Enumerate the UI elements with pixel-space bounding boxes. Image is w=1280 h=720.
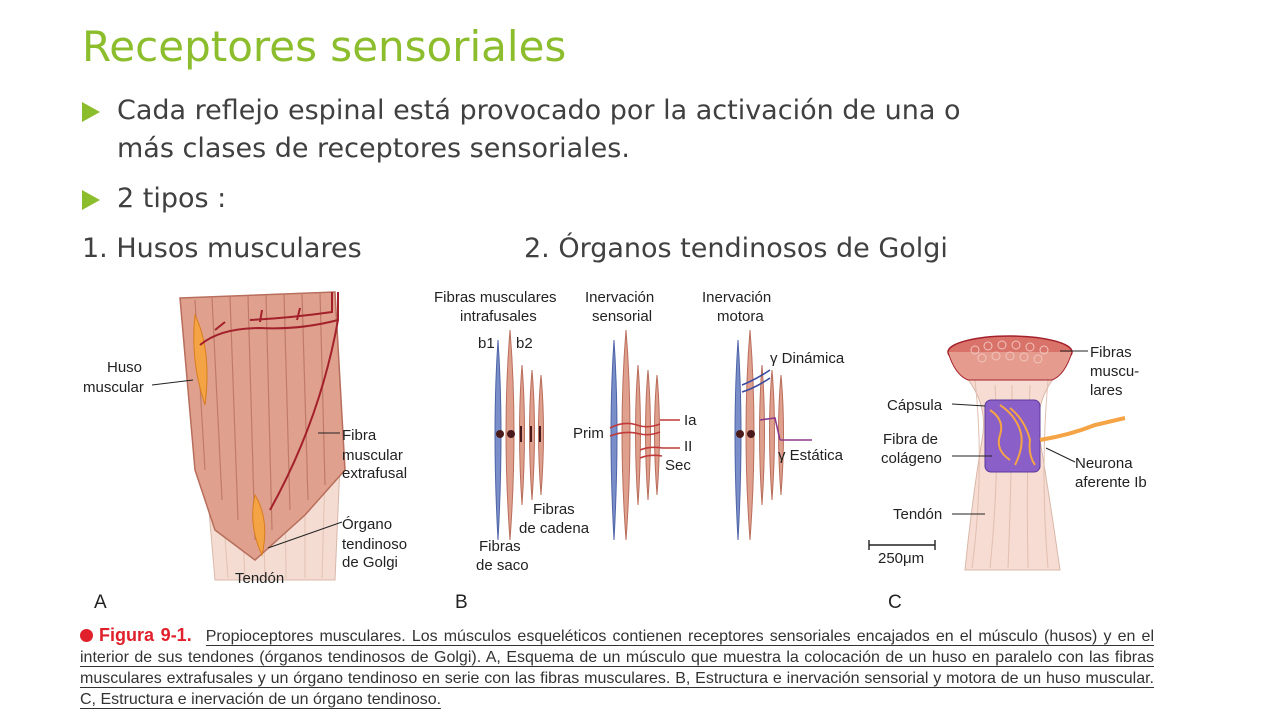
label-organo-1: Órgano <box>342 516 392 533</box>
label-capsula: Cápsula <box>887 397 943 414</box>
label-organo-3: de Golgi <box>342 554 398 571</box>
label-fibras-saco-2: de saco <box>476 557 529 574</box>
label-gamma-dinamica: γ Dinámica <box>770 350 845 367</box>
label-tendon-a: Tendón <box>235 570 284 587</box>
slide-title: Receptores sensoriales <box>82 22 567 71</box>
panel-b-spindle: Fibras musculares intrafusales b1 b2 Ine… <box>434 289 845 613</box>
label-huso-2: muscular <box>83 379 144 396</box>
item-husos: 1. Husos musculares <box>82 233 362 264</box>
label-fibras-c-3: lares <box>1090 382 1123 399</box>
item-golgi: 2. Órganos tendinosos de Golgi <box>524 233 948 264</box>
label-b1: b1 <box>478 335 495 352</box>
label-fibras-saco-1: Fibras <box>479 538 521 555</box>
label-fibra-1: Fibra <box>342 427 377 444</box>
label-b2: b2 <box>516 335 533 352</box>
panel-c-golgi: Fibras muscu- lares Cápsula Fibra de col… <box>868 335 1147 613</box>
label-gamma-estatica: γ Estática <box>778 447 844 464</box>
label-neurona-2: aferente Ib <box>1075 474 1147 491</box>
bullet-reflex-text: Cada reflejo espinal está provocado por … <box>117 95 961 164</box>
label-organo-2: tendinoso <box>342 536 407 553</box>
label-colageno-2: colágeno <box>881 450 942 467</box>
label-fibras-c-2: muscu- <box>1090 363 1139 380</box>
bullet-types: 2 tipos : <box>82 180 226 218</box>
label-colageno-1: Fibra de <box>883 431 938 448</box>
label-fibras-c-1: Fibras <box>1090 344 1132 361</box>
caption-bullet-icon <box>80 629 93 642</box>
caption-text: Propioceptores musculares. Los músculos … <box>80 628 1154 709</box>
label-prim: Prim <box>573 425 604 442</box>
label-fibras-cadena-1: Fibras <box>533 501 575 518</box>
label-ii: II <box>684 438 692 455</box>
label-fibras-intra-2: intrafusales <box>460 308 537 325</box>
label-fibras-cadena-2: de cadena <box>519 520 590 537</box>
propioceptor-figure: Huso muscular Fibra muscular extrafusal … <box>83 289 1147 613</box>
label-sec: Sec <box>665 457 691 474</box>
label-inerv-mot-1: Inervación <box>702 289 771 306</box>
label-fibra-2: muscular <box>342 447 403 464</box>
label-inerv-sens-2: sensorial <box>592 308 652 325</box>
panel-a-muscle: Huso muscular Fibra muscular extrafusal … <box>83 291 407 613</box>
label-ia: Ia <box>684 412 697 429</box>
label-inerv-sens-1: Inervación <box>585 289 654 306</box>
label-fibra-3: extrafusal <box>342 465 407 482</box>
caption-figure-label: Figura 9-1. <box>99 625 192 645</box>
panel-letter-c: C <box>888 592 902 613</box>
label-fibras-intra-1: Fibras musculares <box>434 289 557 306</box>
label-scale: 250μm <box>878 550 924 567</box>
label-inerv-mot-2: motora <box>717 308 764 325</box>
bullet-types-text: 2 tipos : <box>117 183 227 214</box>
bullet-arrow-icon <box>82 190 100 210</box>
bullet-arrow-icon <box>82 102 100 122</box>
figure-caption: Figura 9-1.Propioceptores musculares. Lo… <box>80 625 1154 710</box>
label-tendon-c: Tendón <box>893 506 942 523</box>
panel-letter-a: A <box>94 592 107 613</box>
panel-letter-b: B <box>455 592 468 613</box>
label-huso-1: Huso <box>107 359 142 376</box>
label-neurona-1: Neurona <box>1075 455 1133 472</box>
bullet-reflex: Cada reflejo espinal está provocado por … <box>82 92 962 168</box>
